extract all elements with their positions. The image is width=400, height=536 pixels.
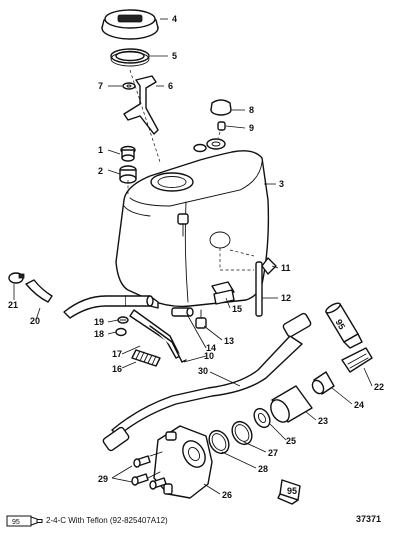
pump-sleeve-part: [311, 371, 335, 395]
supply-tube-part: [129, 309, 187, 363]
elbow-fitting-part: [171, 307, 194, 317]
hose-clamp-part: [8, 272, 25, 284]
oil-line-part: [102, 312, 312, 452]
vent-cap-part: [210, 99, 232, 116]
sealant-tube-upper: 95: [325, 302, 363, 349]
pump-screws-part: [131, 455, 167, 490]
callout-9: 9: [249, 123, 254, 133]
callout-26: 26: [222, 490, 232, 500]
spring-guard-part: [131, 349, 161, 367]
tank-bracket-part: [123, 75, 159, 135]
figure-number: 37371: [356, 514, 382, 524]
callout-8: 8: [249, 105, 254, 115]
callout-20: 20: [30, 316, 40, 326]
callout-30: 30: [198, 366, 208, 376]
bushing-sleeve-part: [253, 407, 271, 429]
callout-2: 2: [98, 166, 103, 176]
pump-housing-part: [270, 385, 313, 423]
callout-3: 3: [279, 179, 284, 189]
screw-washer-part: [115, 327, 127, 337]
callout-24: 24: [354, 400, 364, 410]
sealant-tag-lower: 95: [287, 486, 297, 496]
oil-tank-body-part: [115, 138, 270, 308]
callout-5: 5: [172, 51, 177, 61]
sealant-note: 2-4-C With Teflon (92-825407A12): [46, 516, 168, 525]
callout-22: 22: [374, 382, 384, 392]
callout-17: 17: [112, 349, 122, 359]
callout-4: 4: [172, 14, 177, 24]
callout-10: 10: [204, 351, 214, 361]
callout-14: 14: [206, 343, 216, 353]
callout-18: 18: [94, 329, 104, 339]
callout-12: 12: [281, 293, 291, 303]
callout-29: 29: [98, 474, 108, 484]
callout-6: 6: [168, 81, 173, 91]
callout-13: 13: [224, 336, 234, 346]
callout-16: 16: [112, 364, 122, 374]
washer-part: [122, 82, 136, 90]
vent-clip-part: [217, 121, 226, 131]
callout-7: 7: [98, 81, 103, 91]
callout-25: 25: [286, 436, 296, 446]
cap-gasket-part: [110, 48, 150, 67]
sealant-tube-icon-tag: 95: [12, 519, 20, 526]
callout-1: 1: [98, 145, 103, 155]
callout-15: 15: [232, 304, 242, 314]
oil-hose-part: [25, 279, 127, 319]
callout-19: 19: [94, 317, 104, 327]
callout-27: 27: [268, 448, 278, 458]
o-ring-small-part: [208, 429, 230, 455]
sealant-tube-lower: 95: [277, 479, 301, 505]
grommet-part: [120, 145, 136, 162]
callout-21: 21: [8, 300, 18, 310]
callout-11: 11: [281, 263, 291, 273]
screw-part: [117, 316, 129, 324]
callout-28: 28: [258, 464, 268, 474]
leader-lines: [13, 18, 373, 495]
drive-shaft-part: [341, 347, 373, 373]
sealant-tag-upper: 95: [334, 318, 348, 332]
filler-cap-part: [101, 9, 159, 40]
callout-23: 23: [318, 416, 328, 426]
callout-labels: 1 2 3 4 5 6 7 8 9 10 11 12 13 14 15 16 1…: [8, 14, 384, 500]
bushing-part: [119, 165, 137, 184]
hose-clip-part: [261, 257, 277, 275]
o-ring-large-part: [231, 420, 253, 446]
sealant-tube-icon: 95: [6, 515, 43, 527]
check-valve-part: [195, 309, 207, 329]
sensor-rod-part: [255, 261, 263, 317]
mount-pad-part: [211, 281, 235, 305]
